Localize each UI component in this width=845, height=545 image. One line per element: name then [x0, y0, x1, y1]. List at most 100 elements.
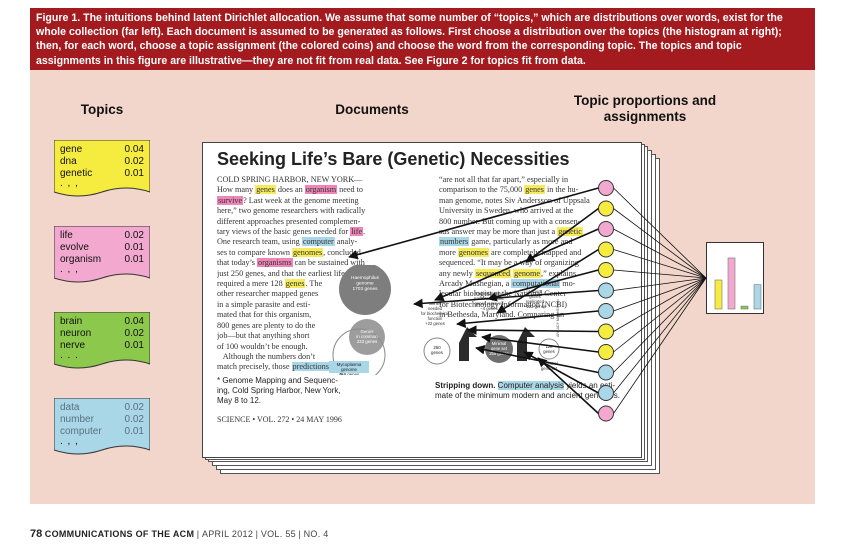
magazine-name: COMMUNICATIONS OF THE ACM — [44, 529, 195, 539]
figure-caption: Figure 1. The intuitions behind latent D… — [30, 8, 815, 70]
topic-coin-yellow — [598, 323, 614, 340]
assignment-arrow — [537, 357, 600, 415]
doc-line: 800 genes are plenty to do the — [217, 320, 316, 330]
doc-line: man genome, notes Siv Andersson of Uppsa… — [439, 195, 590, 205]
histogram-link — [613, 277, 707, 394]
histogram-link — [613, 277, 707, 332]
volume: VOL. 55 — [260, 529, 296, 539]
haemophilus-line-3: 1703 genes — [352, 286, 378, 292]
common-line-3: 233 genes — [357, 339, 378, 344]
common-line-1: Genes — [361, 329, 375, 334]
note-shape — [54, 140, 150, 197]
topic-word: data — [60, 402, 80, 413]
topic-word: life — [60, 230, 73, 241]
ancient-line-3: replicated — [526, 299, 545, 304]
proportions-header: Topic proportions and assignments — [573, 93, 717, 124]
topic-coin-pink — [598, 221, 614, 237]
ancient-line-1: Ancient — [528, 289, 543, 294]
histogram-bar-yellow — [714, 279, 723, 310]
mycoplasma-highlight — [329, 361, 369, 373]
haemophilus-line-2: genome — [356, 282, 374, 287]
assignment-arrow — [413, 289, 599, 309]
mycoplasma-line-2: genome — [341, 367, 357, 372]
page-number: 78 — [30, 528, 43, 540]
topic-coin-pink — [598, 405, 614, 422]
caption-line-2: mate of the minimum modern and ancient g… — [435, 391, 620, 400]
topic-coin-yellow — [598, 262, 614, 278]
common-circle — [349, 319, 385, 355]
document-left-column: COLD SPRING HARBOR, NEW YORK— How many g… — [217, 175, 393, 373]
assignment-arrow — [487, 269, 599, 302]
histogram-link — [613, 277, 707, 312]
doc-line: sequenced. “It may be a way of organizin… — [439, 258, 579, 268]
histogram-link — [613, 269, 707, 279]
topic-word: genetic — [60, 168, 93, 179]
doc-line: mated that for this organism, — [217, 310, 312, 320]
histogram-bar-blue — [753, 284, 762, 310]
topic-coin-yellow — [598, 241, 614, 258]
topic-prob: 0.02 — [124, 328, 144, 339]
histogram-link — [613, 228, 707, 279]
assignment-arrow — [525, 207, 599, 263]
doc-line: numbers game, particularly as more and — [439, 237, 573, 247]
minimal-line-1: Minimal — [492, 341, 506, 346]
caption-bold: Stripping down. — [435, 381, 496, 390]
assignment-arrow — [456, 310, 599, 328]
n128-line-1: 128 — [546, 344, 554, 349]
topic-coin-blue — [598, 385, 614, 401]
histogram-link — [613, 277, 707, 291]
doc-line: in a simple parasite and esti- — [217, 299, 311, 309]
topic-coin-yellow — [598, 200, 614, 217]
haemophilus-circle — [339, 265, 391, 315]
caption-highlight: Computer analysis — [497, 381, 564, 390]
doc-line: University in Sweden, who arrived at the — [439, 206, 574, 216]
histogram-svg — [714, 257, 762, 310]
topic-more: . , , — [60, 436, 79, 447]
assignment-arrow — [475, 344, 599, 374]
topic-word: nerve — [60, 340, 86, 351]
topic-more: . , , — [60, 264, 79, 275]
topic-more: . , , — [60, 178, 79, 189]
documents-header: Documents — [335, 102, 409, 117]
footer-sep: | — [196, 529, 200, 539]
doc-line: ses to compare known genomes, concluded — [217, 247, 361, 257]
topic-prob: 0.01 — [124, 254, 144, 265]
doc-line: Although the numbers don’t — [217, 351, 316, 361]
assignment-arrow — [467, 325, 599, 335]
topic-prob: 0.04 — [124, 316, 144, 327]
footer-sep: | — [298, 529, 302, 539]
ancestral-line-1: Ancestral — [540, 361, 558, 366]
n128-circle — [538, 338, 560, 360]
doc-line: match precisely, those predictions — [217, 362, 330, 372]
assignment-arrow — [496, 248, 599, 314]
document-footnote: * Genome Mapping and Sequenc- ing, Cold … — [217, 376, 341, 405]
topic-word: organism — [60, 254, 102, 265]
document-page: Seeking Life’s Bare (Genetic) Necessitie… — [202, 142, 642, 458]
assignment-arrow — [434, 228, 599, 301]
histogram-link — [613, 187, 707, 279]
journal-citation: SCIENCE • VOL. 272 • 24 MAY 1996 — [217, 415, 342, 424]
common-line-2: in common — [356, 334, 378, 339]
doc-line: different approaches presented complemen… — [217, 216, 361, 226]
genes-needed-line-5: +22 genes — [425, 321, 445, 326]
topic-prob: 0.02 — [124, 414, 144, 425]
figure-panel: Topics Documents Topic proportions and a… — [30, 70, 815, 504]
topic-proportions-histogram — [706, 242, 764, 314]
genes-needed-line-3: for biochemical — [421, 311, 449, 316]
doc-line: How many genes does an organism need to — [217, 185, 363, 195]
doc-line: here,” two genome researchers with radic… — [217, 206, 366, 216]
topic-word: brain — [60, 316, 83, 327]
histogram-bar-green — [740, 305, 749, 310]
minimal-line-3: 256 genes — [489, 351, 509, 356]
doc-line: of 100 wouldn’t be enough. — [217, 341, 308, 351]
topic-word: evolve — [60, 242, 89, 253]
genes-needed-line-1: Genes — [429, 301, 441, 306]
doc-line: 800 number. But coming up with a consen- — [439, 216, 581, 226]
histogram-link — [613, 249, 707, 279]
doc-line: tary views of the basic genes needed for… — [217, 227, 366, 237]
n250-line-1: 250 — [433, 345, 441, 350]
